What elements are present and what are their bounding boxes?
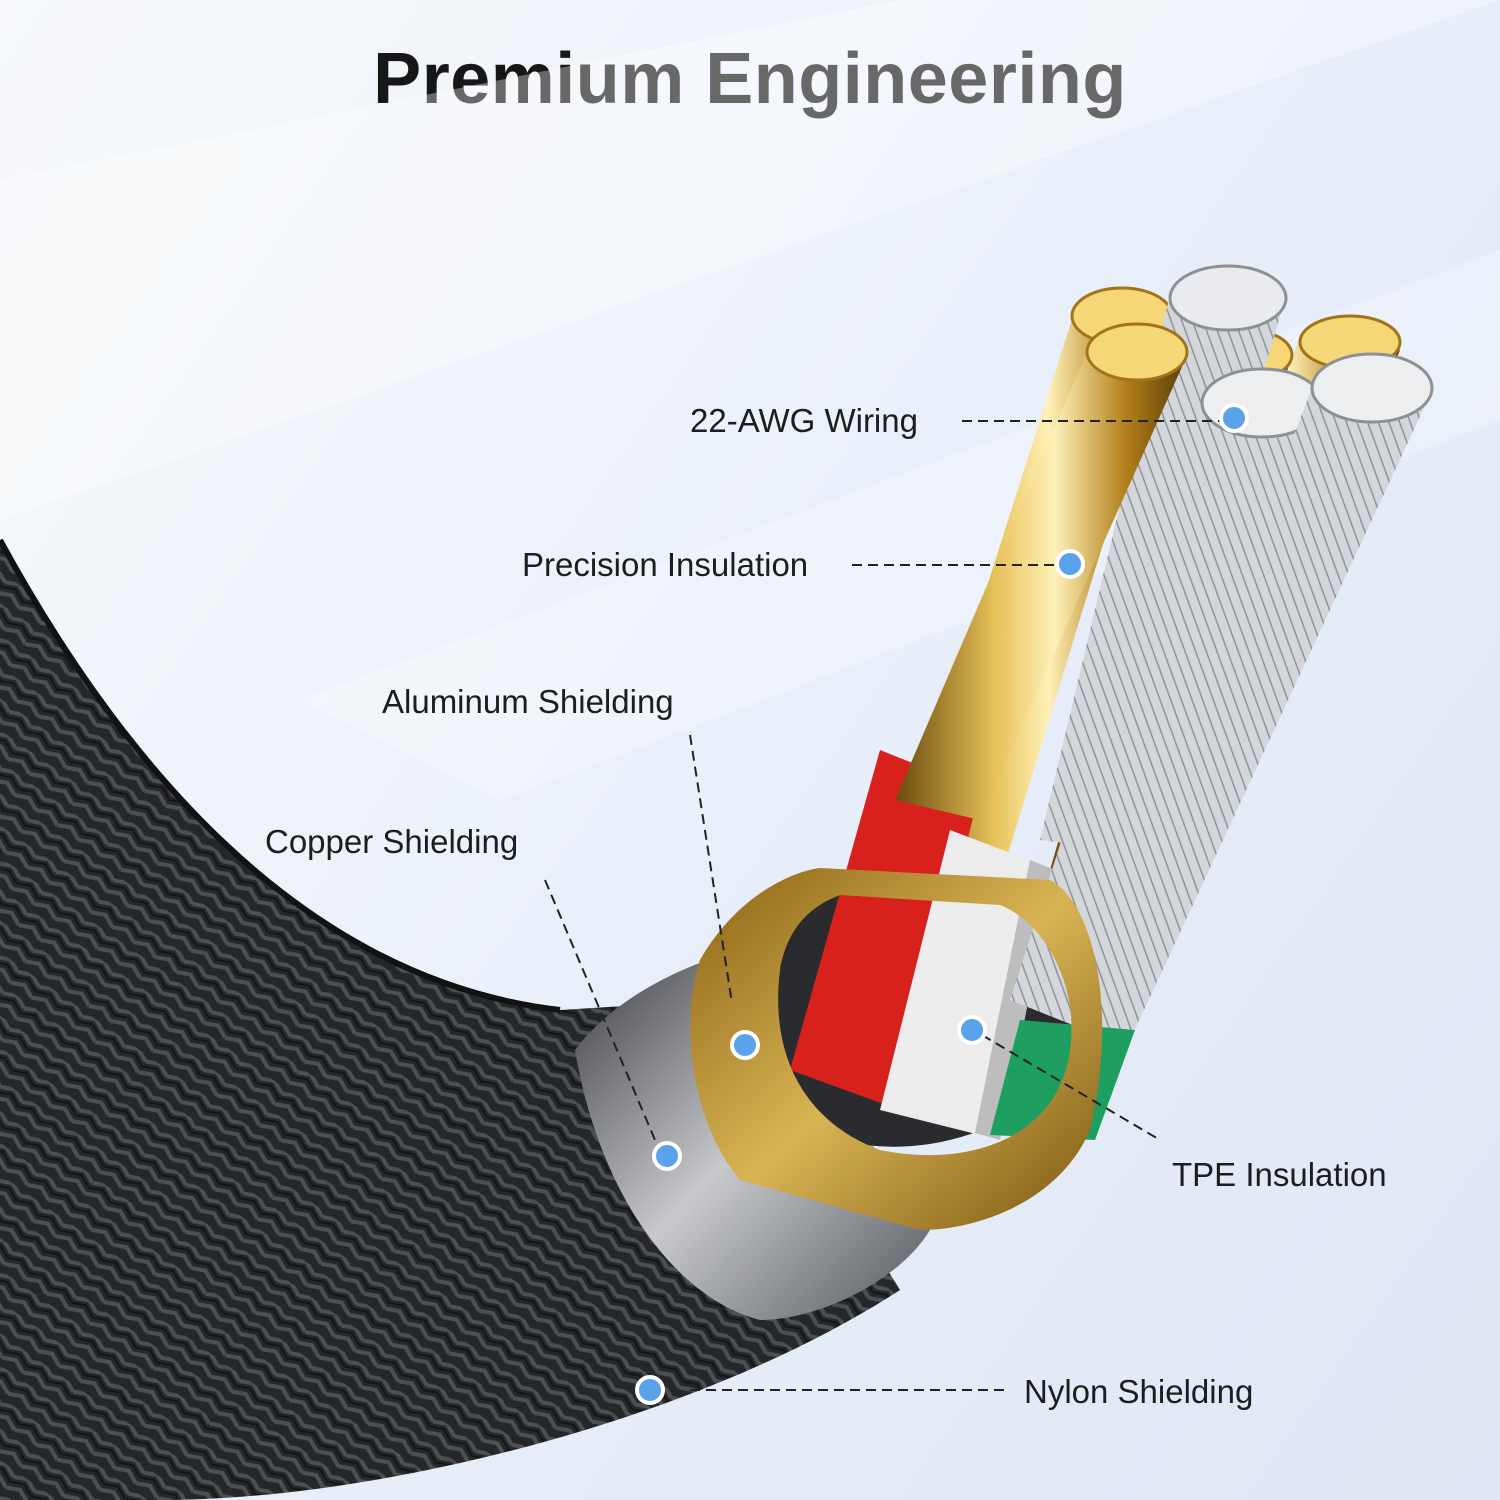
label-copper-shielding: Copper Shielding [265,823,519,860]
marker-dot-wiring [1219,403,1249,433]
leader-line-tpe [981,1034,1161,1141]
silver-strand-bundle [1070,380,1430,1040]
nylon-braid-edge [0,538,561,1013]
label-aluminum-shielding: Aluminum Shielding [382,683,674,720]
gold-conductor [895,345,1185,820]
copper-shielding-ring [690,868,1103,1230]
marker-dot-aluminum [730,1030,760,1060]
page-title: Premium Engineering [373,39,1127,119]
leader-lines [544,420,1230,1391]
marker-dot-nylon [635,1375,665,1405]
conductors [790,264,1434,1140]
leader-line-aluminum [689,734,733,1004]
marker-dot-copper [652,1141,682,1171]
red-insulation [790,750,980,1110]
marker-dots [635,403,1249,1405]
marker-dot-tpe [957,1015,987,1045]
silver-strand-bundle [1010,395,1320,1040]
label-tpe-insulation: TPE Insulation [1172,1156,1387,1193]
light-streak [0,0,1500,520]
label-precision-insulation: Precision Insulation [522,546,809,583]
marker-dot-precision [1055,549,1085,579]
label-nylon-shielding: Nylon Shielding [1024,1373,1254,1410]
label-wiring: 22-AWG Wiring [690,402,918,439]
